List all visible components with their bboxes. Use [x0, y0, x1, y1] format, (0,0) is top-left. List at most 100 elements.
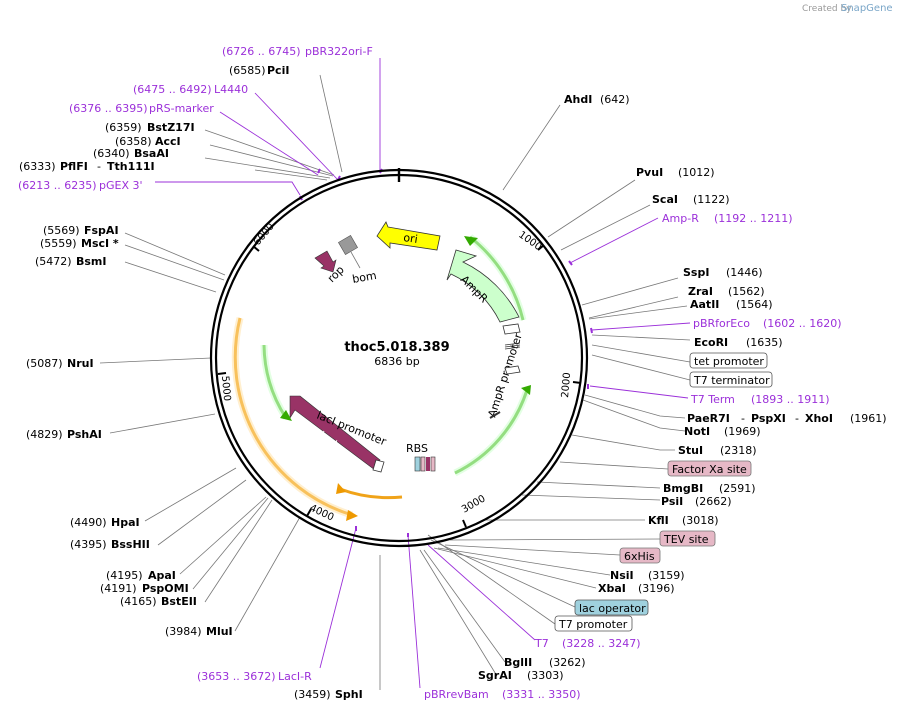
- ampr-promoter-small-arrow: [502, 323, 521, 335]
- left-site-labels: (6585) PciI (6359) BstZ17I (6358) AccI (…: [26, 64, 289, 638]
- site-nrui: NruI: [67, 357, 94, 370]
- rbs-label: RBS: [406, 442, 428, 455]
- svg-text:(1192 .. 1211): (1192 .. 1211): [714, 212, 793, 225]
- credit-prefix: Created by: [802, 4, 852, 14]
- site-sphi: SphI: [335, 688, 363, 701]
- site-fspai: FspAI: [84, 224, 119, 237]
- tick-label-5000: 5000: [219, 375, 232, 401]
- svg-text:XhoI: XhoI: [805, 412, 833, 425]
- primer-prs-marker: pRS-marker: [149, 102, 214, 115]
- label-lac-operator: lac operator: [579, 602, 646, 615]
- callout-lines: [99, 74, 691, 690]
- svg-text:(6475 .. 6492): (6475 .. 6492): [133, 83, 212, 96]
- svg-text:(1969): (1969): [724, 425, 761, 438]
- label-t7-terminator: T7 terminator: [693, 374, 770, 387]
- svg-text:(6726 .. 6745): (6726 .. 6745): [222, 45, 301, 58]
- svg-text:(4195): (4195): [106, 569, 143, 582]
- primer-pbrforeco: pBRforEco: [693, 317, 750, 330]
- site-acci: AccI: [155, 135, 181, 148]
- svg-text:Tth111I: Tth111I: [107, 160, 155, 173]
- plasmid-length: 6836 bp: [374, 355, 419, 368]
- site-ahdi: AhdI: [564, 93, 592, 106]
- site-kfli: KflI: [648, 514, 669, 527]
- site-ecori: EcoRI: [694, 336, 728, 349]
- svg-text:(6333): (6333): [19, 160, 56, 173]
- site-pspomi: PspOMI: [142, 582, 189, 595]
- svg-text:(3196): (3196): [638, 582, 675, 595]
- primer-lines: [155, 58, 691, 689]
- primer-t7-term: T7 Term: [690, 393, 735, 406]
- svg-text:(5472): (5472): [35, 255, 72, 268]
- site-aatii: AatII: [690, 298, 719, 311]
- laci-arrow: [289, 395, 381, 471]
- svg-text:(5569): (5569): [43, 224, 80, 237]
- ori-arrow: [376, 221, 441, 251]
- svg-text:(6359): (6359): [105, 121, 142, 134]
- site-nsii: NsiI: [610, 569, 634, 582]
- label-factor-xa-site: Factor Xa site: [672, 463, 747, 476]
- svg-text:(6376 .. 6395): (6376 .. 6395): [69, 102, 148, 115]
- primer-pbr322ori-f: pBR322ori-F: [305, 45, 373, 58]
- t7-terminator-mark: [504, 365, 521, 375]
- orange-arc-inner: [339, 487, 403, 500]
- primer-laci-r: LacI-R: [278, 670, 312, 683]
- svg-text:(3262): (3262): [549, 656, 586, 669]
- site-bmgbi: BmgBI: [663, 482, 703, 495]
- svg-text:(6213 .. 6235): (6213 .. 6235): [18, 179, 97, 192]
- scale-ticks: [217, 244, 582, 528]
- primer-l4440: L4440: [214, 83, 248, 96]
- svg-text:PaeR7I: PaeR7I: [687, 412, 730, 425]
- svg-text:(1893 .. 1911): (1893 .. 1911): [751, 393, 830, 406]
- primer-pgex3: pGEX 3': [99, 179, 143, 192]
- svg-text:(6358): (6358): [115, 135, 152, 148]
- laci-promoter-arrow: [372, 459, 385, 473]
- site-sspi: SspI: [683, 266, 709, 279]
- svg-text:(6585): (6585): [229, 64, 266, 77]
- label-tet-promoter: tet promoter: [694, 355, 764, 368]
- svg-text:(3984): (3984): [165, 625, 202, 638]
- site-scai: ScaI: [652, 193, 678, 206]
- snapgene-logo: SnapGene: [841, 3, 893, 14]
- ori-label: ori: [403, 231, 419, 246]
- svg-text:(6340): (6340): [93, 147, 130, 160]
- site-msci: MscI *: [81, 237, 119, 250]
- boxed-labels: tet promoter T7 terminator Factor Xa sit…: [554, 352, 773, 632]
- label-6xhis: 6xHis: [624, 550, 655, 563]
- svg-text:(2662): (2662): [695, 495, 732, 508]
- svg-text:PspXI: PspXI: [751, 412, 786, 425]
- svg-text:(3459): (3459): [294, 688, 331, 701]
- site-noti: NotI: [684, 425, 710, 438]
- site-apai: ApaI: [148, 569, 176, 582]
- svg-text:(2318): (2318): [720, 444, 757, 457]
- tick-label-2000: 2000: [560, 372, 573, 398]
- ampr-arrow: [446, 249, 520, 323]
- primer-t7: T7: [534, 637, 549, 650]
- site-pshai: PshAI: [67, 428, 102, 441]
- site-pcii: PciI: [267, 64, 289, 77]
- site-bstz17i: BstZ17I: [147, 121, 195, 134]
- primer-marks: [299, 168, 593, 537]
- site-mlui: MluI: [206, 625, 233, 638]
- rop-arrow: [314, 250, 337, 273]
- svg-text:(1012): (1012): [678, 166, 715, 179]
- bom-box: [338, 235, 358, 255]
- tet-promoter-mark: [504, 342, 521, 350]
- primer-pbrrevbam: pBRrevBam: [424, 688, 489, 701]
- svg-text:(642): (642): [600, 93, 630, 106]
- svg-text:(5087): (5087): [26, 357, 63, 370]
- label-t7-promoter: T7 promoter: [558, 618, 628, 631]
- site-xbai: XbaI: [598, 582, 626, 595]
- svg-text:-: -: [741, 412, 745, 425]
- svg-text:-: -: [97, 160, 101, 173]
- svg-text:(1564): (1564): [736, 298, 773, 311]
- svg-text:(1122): (1122): [693, 193, 730, 206]
- svg-text:(4191): (4191): [100, 582, 137, 595]
- right-site-labels: AhdI (642) PvuI (1012) ScaI (1122) SspI …: [294, 93, 783, 701]
- svg-text:(3331 .. 3350): (3331 .. 3350): [502, 688, 581, 701]
- site-stui: StuI: [678, 444, 703, 457]
- svg-text:(3228 .. 3247): (3228 .. 3247): [562, 637, 641, 650]
- site-bsshii: BssHII: [111, 538, 150, 551]
- svg-text:(3653 .. 3672): (3653 .. 3672): [197, 670, 276, 683]
- label-tev-site: TEV site: [663, 533, 709, 546]
